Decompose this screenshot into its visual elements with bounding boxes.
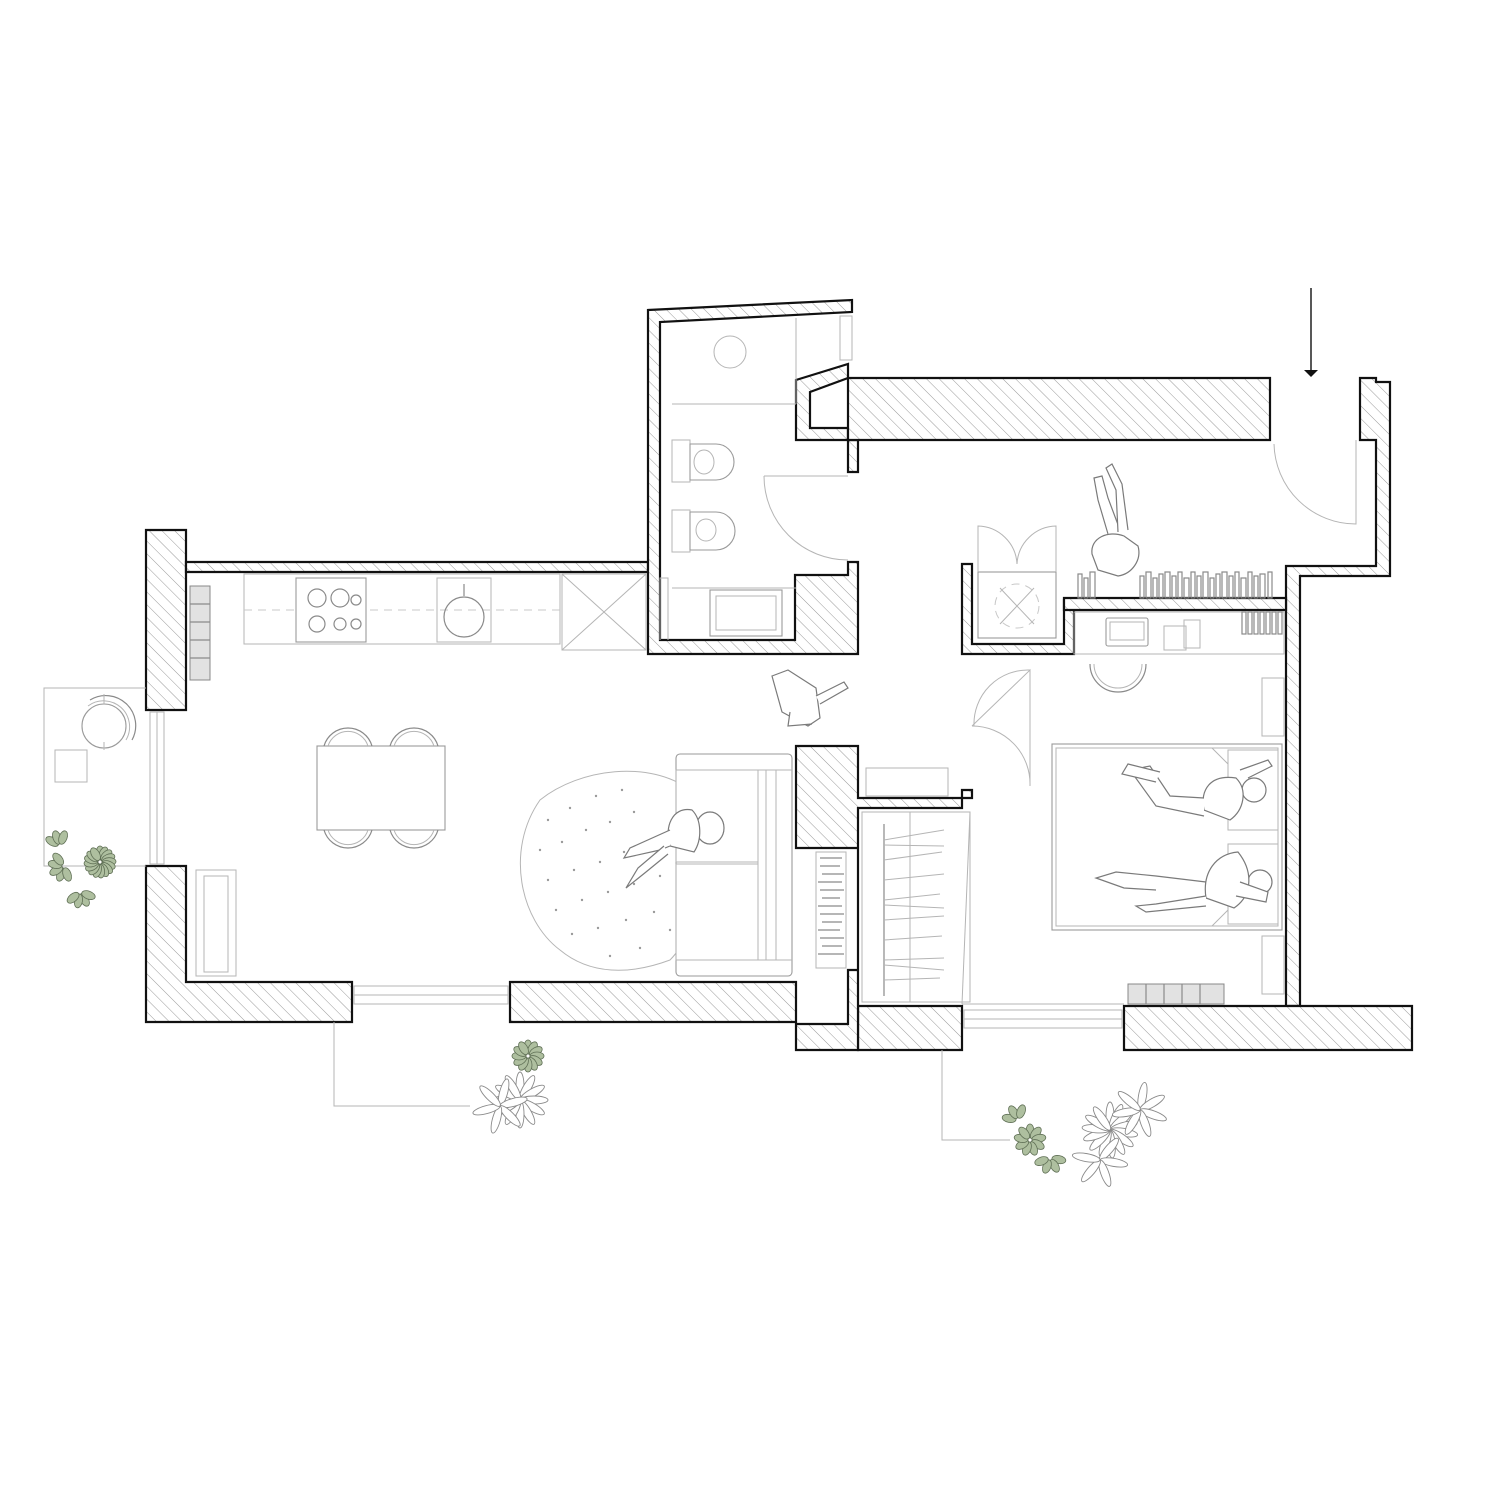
sofa-icon — [675, 753, 793, 977]
person-icon — [771, 669, 849, 727]
radiator — [1127, 983, 1225, 1005]
plant-icon — [1001, 1081, 1169, 1189]
nightstand — [1261, 935, 1285, 995]
entry-arrow-icon — [1304, 288, 1318, 377]
entrance-shelf — [865, 767, 949, 797]
walk-in-closet — [861, 811, 971, 1005]
doors — [659, 440, 1357, 787]
plant-icon — [43, 829, 117, 909]
person-icon — [1091, 463, 1140, 577]
person-icon — [1094, 851, 1273, 913]
entrance-closet — [977, 525, 1057, 639]
bookshelf-living — [815, 851, 847, 969]
walls — [144, 298, 1414, 1052]
plant-icon — [471, 1039, 549, 1135]
kitchen — [189, 573, 647, 681]
bathroom — [671, 318, 797, 637]
windows — [149, 315, 1123, 1029]
rug — [519, 770, 701, 971]
bookshelf-entrance — [1077, 571, 1273, 599]
living-cabinet — [195, 869, 237, 977]
nightstand — [1261, 677, 1285, 737]
table-icon — [316, 727, 446, 849]
person-icon — [622, 809, 725, 889]
study-desk — [1073, 611, 1285, 693]
person-icon — [1121, 759, 1273, 821]
